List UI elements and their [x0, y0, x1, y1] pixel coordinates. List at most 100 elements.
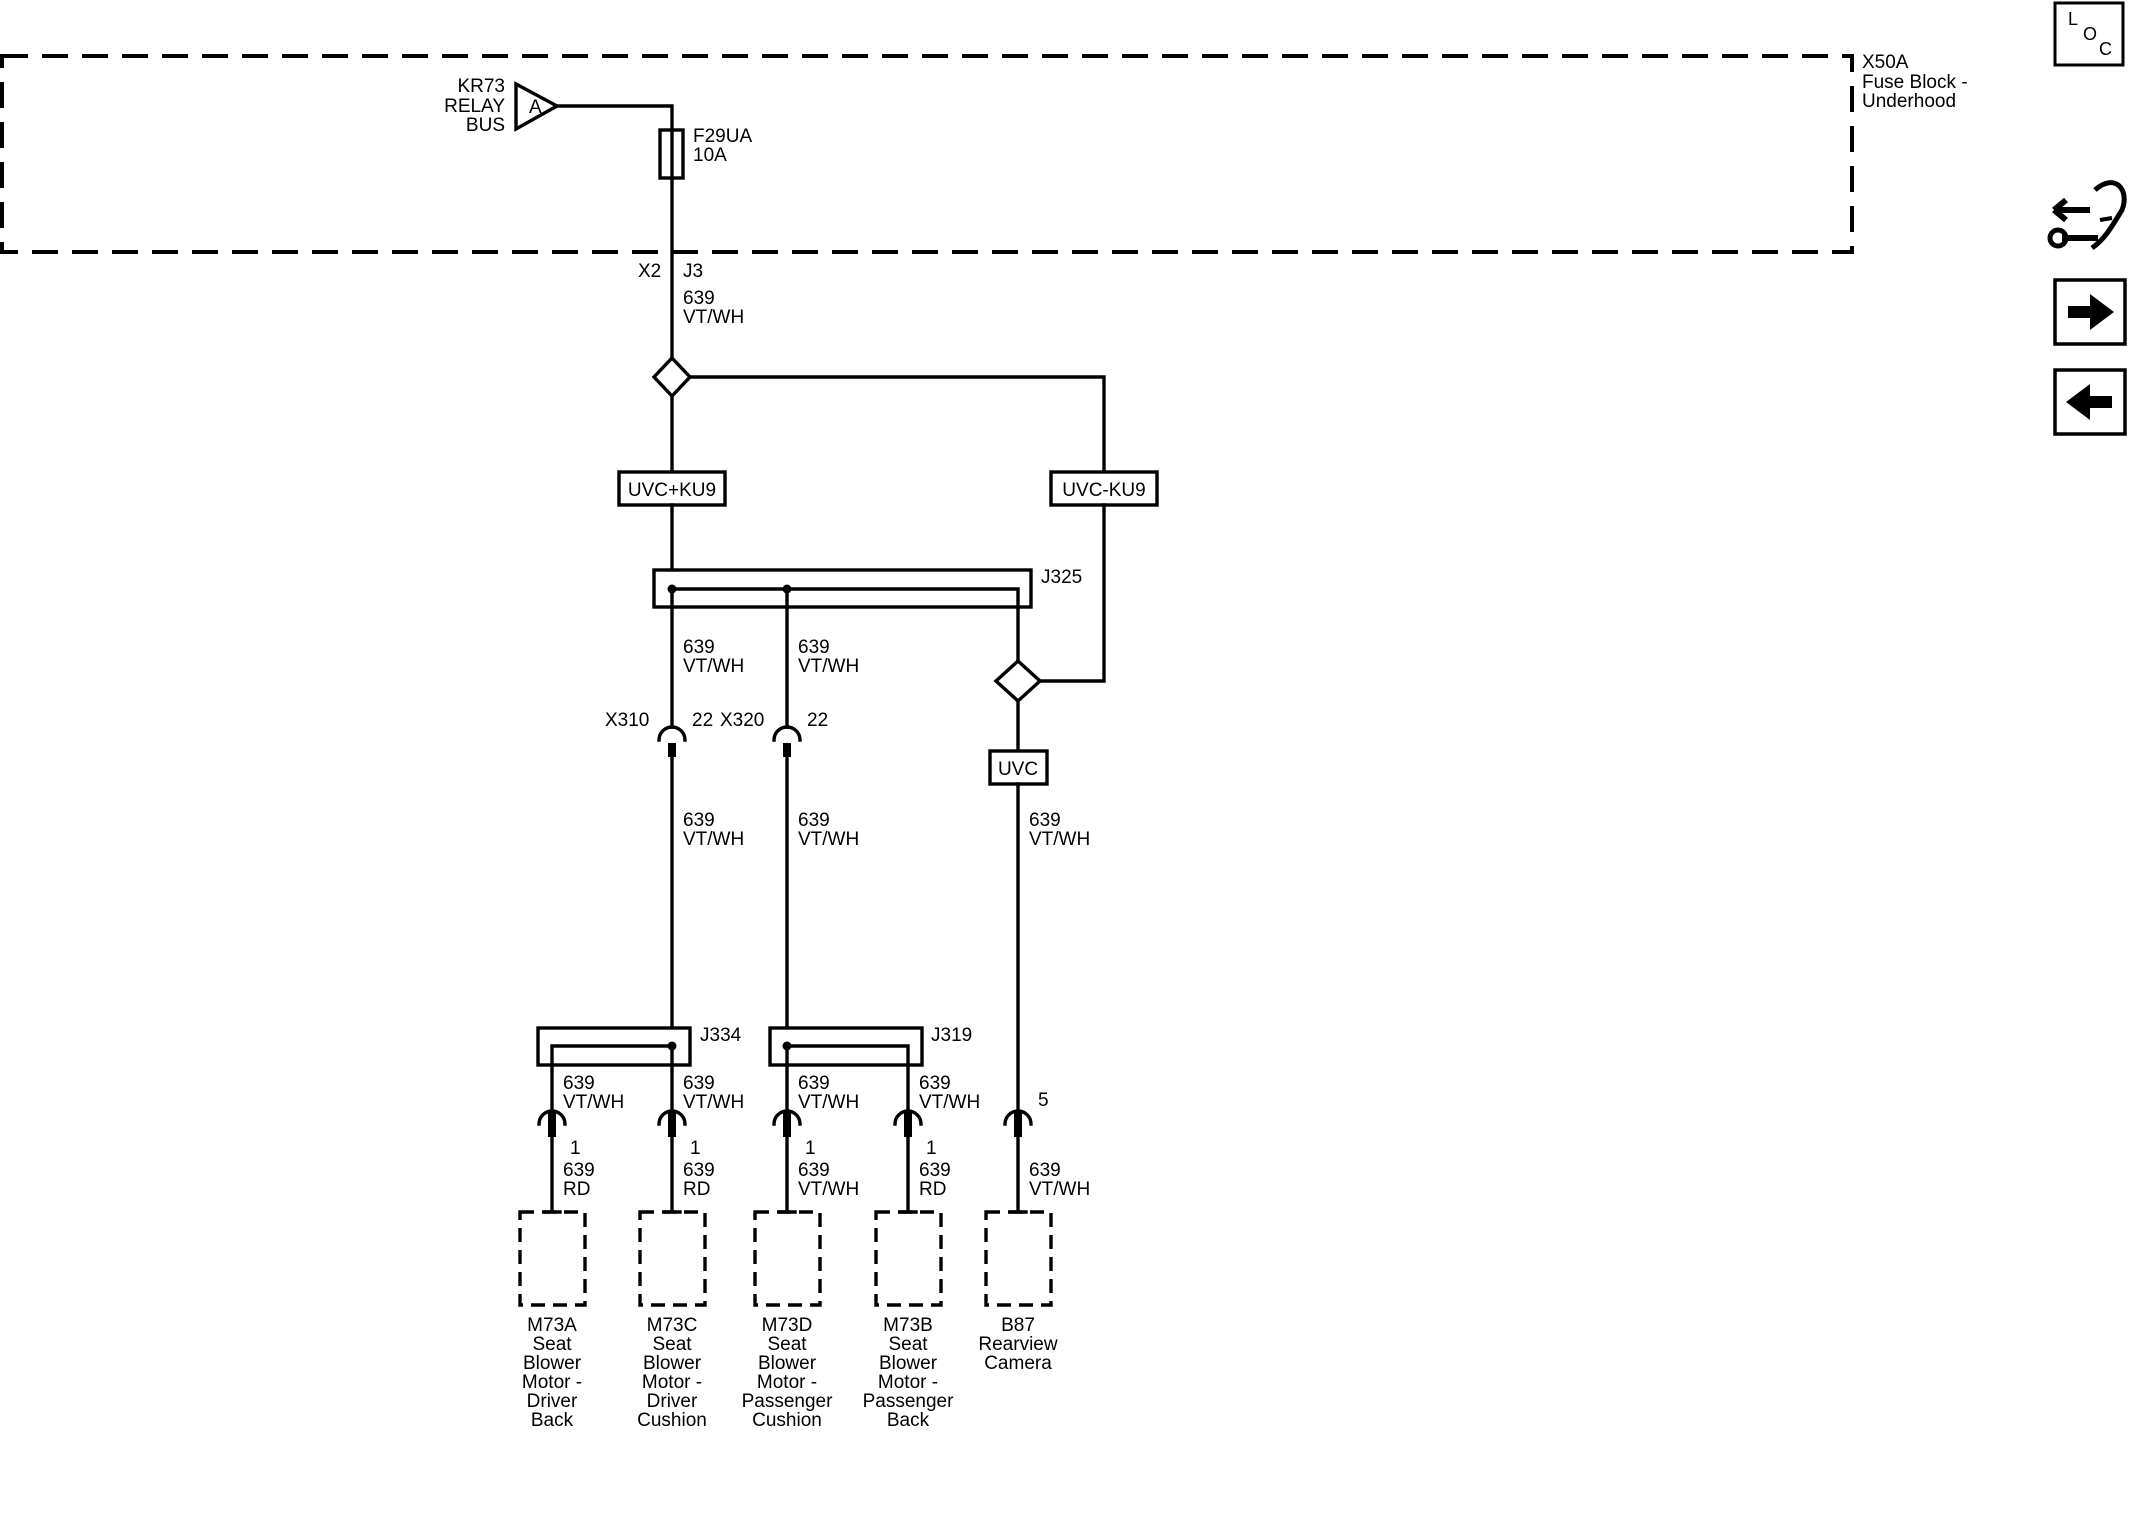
option-diamond-bottom	[993, 658, 1043, 704]
pin-label-5: 5	[1038, 1090, 1049, 1111]
svg-text:Motor -: Motor -	[757, 1372, 817, 1393]
wire-label-circuit: 639	[798, 810, 830, 831]
component-box-m73c	[638, 1210, 707, 1307]
svg-text:Back: Back	[531, 1410, 574, 1431]
wire-label-color: VT/WH	[798, 656, 859, 677]
wire-to-right-option	[688, 375, 1106, 474]
wire-label-color: VT/WH	[563, 1092, 624, 1113]
svg-text:Passenger: Passenger	[863, 1391, 955, 1412]
wire-label-circuit: 639	[563, 1073, 595, 1094]
option-label-right: UVC-KU9	[1062, 480, 1145, 501]
wire-label-circuit: 639	[798, 1073, 830, 1094]
wire-label-circuit: 639	[683, 1073, 715, 1094]
svg-text:Seat: Seat	[532, 1334, 572, 1355]
component-label-m73c: M73C Seat Blower Motor - Driver Cushion	[637, 1315, 707, 1431]
svg-text:M73C: M73C	[647, 1315, 698, 1336]
svg-text:Back: Back	[887, 1410, 930, 1431]
loc-button[interactable]: L O C	[2053, 1, 2125, 67]
arrow-right-icon	[2068, 294, 2114, 330]
svg-text:Cushion: Cushion	[637, 1410, 707, 1431]
wire-label-color: RD	[563, 1179, 590, 1200]
relay-bus-label-3: BUS	[466, 115, 505, 136]
relay-bus-terminal: A	[529, 97, 542, 118]
connector-x310-pinnum: 22	[692, 710, 713, 731]
pin-label-1: 1	[690, 1138, 701, 1159]
wire-label-circuit: 639	[683, 288, 715, 309]
connector-x320: X320	[720, 710, 764, 731]
wire-label-circuit: 639	[563, 1160, 595, 1181]
next-page-button[interactable]	[2053, 278, 2127, 346]
connector-x320-pin	[783, 743, 791, 757]
svg-text:M73A: M73A	[527, 1315, 577, 1336]
wire-label-circuit: 639	[683, 810, 715, 831]
svg-text:Cushion: Cushion	[752, 1410, 822, 1431]
svg-text:Driver: Driver	[647, 1391, 698, 1412]
svg-text:Blower: Blower	[879, 1353, 938, 1374]
component-box-b87	[984, 1210, 1053, 1307]
svg-text:Passenger: Passenger	[742, 1391, 834, 1412]
fuse-block-outline	[0, 54, 1854, 254]
svg-text:Blower: Blower	[523, 1353, 582, 1374]
connector-x320-pinnum: 22	[807, 710, 828, 731]
fuse-id: F29UA	[693, 126, 752, 147]
wire-label-circuit: 639	[798, 637, 830, 658]
svg-text:Camera: Camera	[984, 1353, 1052, 1374]
component-label-m73b: M73B Seat Blower Motor - Passenger Back	[863, 1315, 955, 1431]
connector-x310-pin	[668, 743, 676, 757]
relay-bus-terminal-triangle	[514, 81, 561, 132]
previous-page-button[interactable]	[2053, 368, 2127, 436]
wire-label-color: VT/WH	[683, 829, 744, 850]
relay-bus-label-1: KR73	[457, 76, 505, 97]
pin-label-1: 1	[570, 1138, 581, 1159]
connector-x320-symbol	[772, 725, 802, 742]
pin-label-1: 1	[926, 1138, 937, 1159]
svg-text:M73B: M73B	[883, 1315, 933, 1336]
svg-text:M73D: M73D	[762, 1315, 813, 1336]
connector-x310-symbol	[657, 725, 687, 742]
splice-bar-j319	[785, 1044, 910, 1112]
wire-right-option-down	[1038, 503, 1106, 683]
svg-text:Rearview: Rearview	[978, 1334, 1057, 1355]
fuse-rating: 10A	[693, 145, 727, 166]
component-box-m73b	[874, 1210, 943, 1307]
wire-relay-to-fuse	[555, 104, 674, 132]
loc-letter-l: L	[2068, 9, 2078, 29]
splice-bar-j334	[550, 1044, 674, 1112]
component-connectors	[537, 1109, 1033, 1137]
splice-dot-j319	[782, 1041, 792, 1051]
wire-label-circuit: 639	[1029, 810, 1061, 831]
svg-text:Blower: Blower	[758, 1353, 817, 1374]
wire-label-circuit: 639	[1029, 1160, 1061, 1181]
wires-to-components	[550, 1135, 1020, 1214]
connector-x2-pin: J3	[683, 261, 703, 282]
fuse-block-name-2: Underhood	[1862, 91, 1956, 112]
svg-text:Motor -: Motor -	[522, 1372, 582, 1393]
wire-label-circuit: 639	[683, 637, 715, 658]
svg-text:Motor -: Motor -	[878, 1372, 938, 1393]
relay-bus-label-2: RELAY	[444, 96, 505, 117]
svg-text:Seat: Seat	[652, 1334, 692, 1355]
splice-label-j334: J334	[700, 1025, 742, 1046]
svg-text:Blower: Blower	[643, 1353, 702, 1374]
svg-text:Motor -: Motor -	[642, 1372, 702, 1393]
option-label-left: UVC+KU9	[628, 480, 716, 501]
option-label-uvc: UVC	[998, 759, 1038, 780]
fuse-block-id: X50A	[1862, 52, 1909, 73]
component-label-m73d: M73D Seat Blower Motor - Passenger Cushi…	[742, 1315, 834, 1431]
component-box-m73d	[753, 1210, 822, 1307]
connector-x2: X2	[638, 261, 661, 282]
splice-label-j325: J325	[1041, 567, 1082, 588]
arrow-left-icon	[2066, 384, 2112, 420]
svg-text:Seat: Seat	[767, 1334, 807, 1355]
wire-label-circuit: 639	[683, 1160, 715, 1181]
wire-label-color: VT/WH	[919, 1092, 980, 1113]
wire-label-color: VT/WH	[798, 829, 859, 850]
wire-label-color: VT/WH	[683, 307, 744, 328]
connector-end-view-button[interactable]	[2047, 180, 2127, 251]
loc-letter-o: O	[2083, 24, 2097, 44]
connector-x310: X310	[605, 710, 649, 731]
wire-label-color: RD	[683, 1179, 710, 1200]
wire-label-circuit: 639	[798, 1160, 830, 1181]
wire-label-color: RD	[919, 1179, 946, 1200]
svg-text:Driver: Driver	[527, 1391, 578, 1412]
